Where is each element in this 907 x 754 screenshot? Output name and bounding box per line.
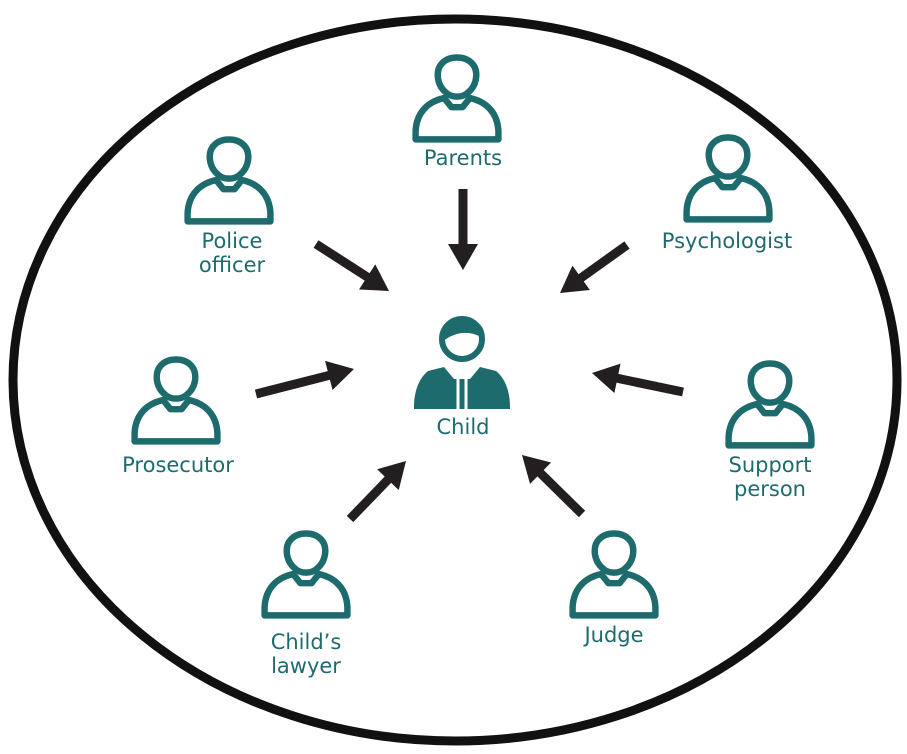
police-officer-label-line: Police xyxy=(201,229,263,253)
psychologist-label-line: Psychologist xyxy=(661,229,793,253)
arrow-police-officer-to-child xyxy=(313,240,389,291)
support-person-label-line: person xyxy=(734,477,806,501)
arrow-head xyxy=(325,360,354,390)
arrow-head xyxy=(560,265,590,293)
arrows-layer xyxy=(254,189,684,523)
arrow-head xyxy=(359,264,389,291)
child-icon xyxy=(414,316,510,409)
prosecutor-label-line: Prosecutor xyxy=(122,453,234,477)
arrow-shaft xyxy=(346,475,393,523)
arrow-shaft xyxy=(313,240,372,282)
support-person-label-line: Support xyxy=(728,453,812,477)
arrow-prosecutor-to-child xyxy=(254,360,354,399)
parents-label: Parents xyxy=(424,146,502,170)
arrow-shaft xyxy=(576,241,630,283)
arrow-head xyxy=(522,455,552,484)
arrow-head xyxy=(592,363,621,393)
psychologist-label: Psychologist xyxy=(662,229,792,253)
judge-label-line: Judge xyxy=(584,623,644,647)
arrow-shaft xyxy=(535,468,586,518)
arrow-head xyxy=(377,461,406,491)
childs-lawyer-label-line: lawyer xyxy=(271,654,341,678)
arrow-shaft xyxy=(254,370,332,399)
arrow-psychologist-to-child xyxy=(560,241,630,293)
arrow-shaft xyxy=(614,373,684,397)
arrow-parents-to-child xyxy=(448,189,478,270)
childs-lawyer-label-line: Child’s xyxy=(270,630,342,654)
arrow-childs-lawyer-to-child xyxy=(346,461,406,523)
police-officer-label-line: officer xyxy=(198,253,266,277)
prosecutor-label: Prosecutor xyxy=(122,453,234,477)
child-label: Child xyxy=(436,415,490,439)
parents-label-line: Parents xyxy=(423,146,503,170)
judge-label: Judge xyxy=(584,623,643,647)
arrow-support-person-to-child xyxy=(592,363,684,397)
arrow-head xyxy=(448,244,478,270)
arrow-judge-to-child xyxy=(522,455,586,518)
